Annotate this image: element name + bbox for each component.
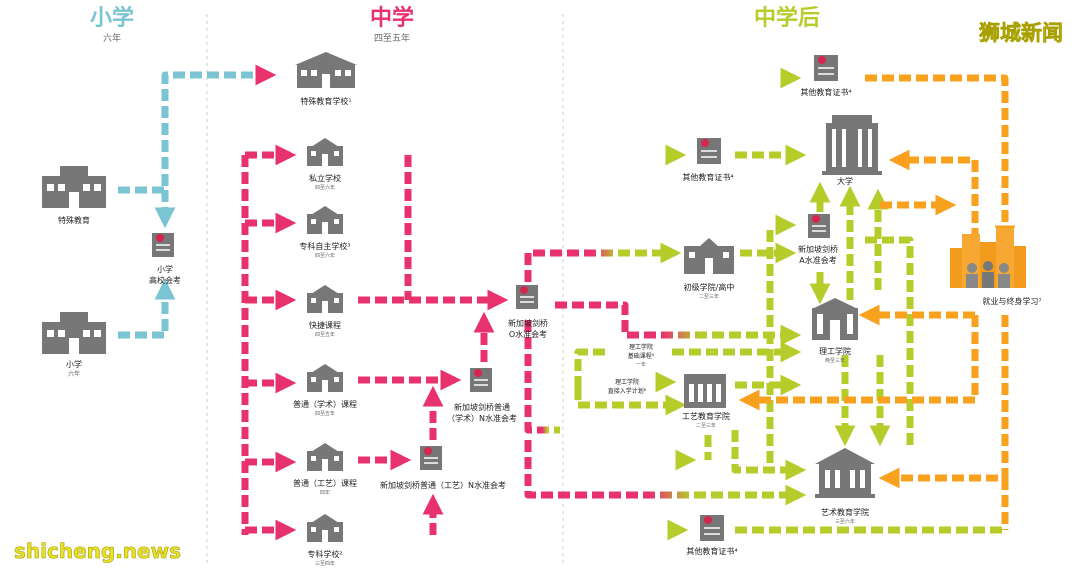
labels: 小学 六年 中学 四至五年 中学后 狮城新闻 shicheng.news 特殊教… (14, 5, 1064, 567)
path-employment-to-ite (738, 315, 979, 411)
label-primary: 小学 (66, 359, 82, 369)
path-o-to-jc (524, 242, 682, 282)
label-poly-foundation-sub: 一年 (636, 361, 646, 368)
label-n-acad-2: （学术）N水准会考 (447, 413, 517, 423)
specialised-independent-school-icon (307, 206, 343, 234)
path-special-ed-to-special-school (118, 64, 277, 194)
jc-icon (684, 238, 734, 274)
ite-icon (684, 374, 726, 408)
arts-icon (815, 448, 875, 498)
label-poly-direct-2: 直接入学计划⁶ (608, 387, 647, 395)
label-jc: 初级学院/高中 (684, 282, 735, 292)
cert-top-icon (814, 55, 838, 81)
header-post-secondary-title: 中学后 (754, 5, 820, 31)
primary-school-icon (42, 312, 106, 354)
label-special-school: 特殊教育学校¹ (300, 96, 351, 106)
path-o-to-poly (555, 301, 802, 346)
label-poly-sub: 两至三年 (825, 357, 845, 364)
path-ite-to-arts (731, 430, 807, 481)
label-private-school: 私立学校 (309, 173, 341, 183)
path-o-to-ite (524, 320, 560, 434)
header-secondary-title: 中学 (370, 5, 414, 31)
header-primary-title: 小学 (90, 5, 134, 31)
poly-icon (812, 298, 858, 340)
private-school-icon (307, 138, 343, 166)
label-arts-sub: 三至六年 (835, 518, 855, 525)
path-pfp (574, 348, 610, 388)
express-school-icon (307, 285, 343, 313)
psle-certificate-icon (152, 233, 174, 257)
university-icon (822, 115, 882, 175)
employment-icon (950, 228, 1026, 288)
label-a-level-2: A水准会考 (799, 255, 836, 265)
normal-academic-school-icon (307, 364, 343, 392)
label-specialised-sub: 三至四年 (315, 560, 335, 567)
label-a-level-1: 新加坡剑桥 (798, 244, 838, 254)
label-sis: 专科自主学校³ (299, 241, 350, 251)
label-private-school-sub: 四至六年 (315, 184, 335, 191)
watermark-bottom: shicheng.news (14, 539, 181, 563)
label-poly-direct-1: 理工学院 (615, 378, 639, 386)
icons (42, 52, 1026, 542)
label-employment: 就业与终身学习⁷ (982, 296, 1041, 306)
o-level-certificate-icon (516, 285, 538, 309)
label-o-level-2: O水准会考 (509, 329, 547, 339)
pathway-lines (118, 64, 1016, 541)
label-sis-sub: 四至六年 (315, 252, 335, 259)
label-specialised: 专科学校² (307, 549, 342, 559)
n-tech-certificate-icon (420, 446, 442, 470)
label-nt-sub: 四年 (320, 489, 330, 496)
label-na: 普通（学术）课程 (293, 399, 357, 409)
path-arts-up (860, 236, 914, 445)
label-n-acad-1: 新加坡剑桥普通 (454, 402, 510, 412)
specialised-school-icon (307, 514, 343, 542)
a-level-certificate-icon (808, 214, 830, 238)
label-psle-1: 小学 (157, 264, 173, 274)
label-express-sub: 四至五年 (315, 331, 335, 338)
label-university: 大学 (837, 176, 853, 186)
label-poly-foundation-2: 基础课程⁵ (628, 352, 655, 360)
path-cert-top-to-employment (865, 74, 1016, 247)
label-poly: 理工学院 (819, 346, 851, 356)
watermark-top: 狮城新闻 (979, 21, 1063, 45)
label-cert-mid: 其他教育证书⁴ (682, 172, 733, 182)
special-ed-school-icon (42, 166, 106, 208)
normal-technical-school-icon (307, 443, 343, 471)
path-primary-to-psle (118, 278, 176, 339)
label-o-level-1: 新加坡剑桥 (508, 318, 548, 328)
cert-mid-icon (697, 138, 721, 164)
header-primary-sub: 六年 (103, 32, 121, 44)
label-poly-foundation-1: 理工学院 (629, 343, 653, 351)
label-ite-sub: 二至三年 (696, 422, 716, 429)
label-primary-sub: 六年 (68, 370, 80, 378)
label-na-sub: 四至五年 (315, 410, 335, 417)
special-school-icon (295, 52, 357, 88)
path-employment-to-uni (888, 149, 979, 240)
label-ite: 工艺教育学院 (682, 411, 730, 421)
path-dpp (574, 388, 687, 416)
label-jc-sub: 二至三年 (699, 293, 719, 300)
label-n-tech: 新加坡剑桥普通（工艺）N水准会考 (380, 480, 506, 490)
label-nt: 普通（工艺）课程 (293, 478, 357, 488)
n-acad-certificate-icon (470, 368, 492, 392)
header-secondary-sub: 四至五年 (374, 32, 410, 44)
label-cert-top: 其他教育证书⁴ (800, 87, 851, 97)
label-special-ed: 特殊教育 (58, 215, 90, 225)
cert-bottom-icon (700, 515, 724, 541)
label-arts: 艺术教育学院 (821, 507, 869, 517)
label-psle-2: 高校会考 (149, 275, 181, 285)
path-ntech-to-arts (524, 440, 807, 506)
label-cert-bottom: 其他教育证书⁴ (686, 546, 737, 556)
label-express: 快捷课程 (309, 320, 341, 330)
